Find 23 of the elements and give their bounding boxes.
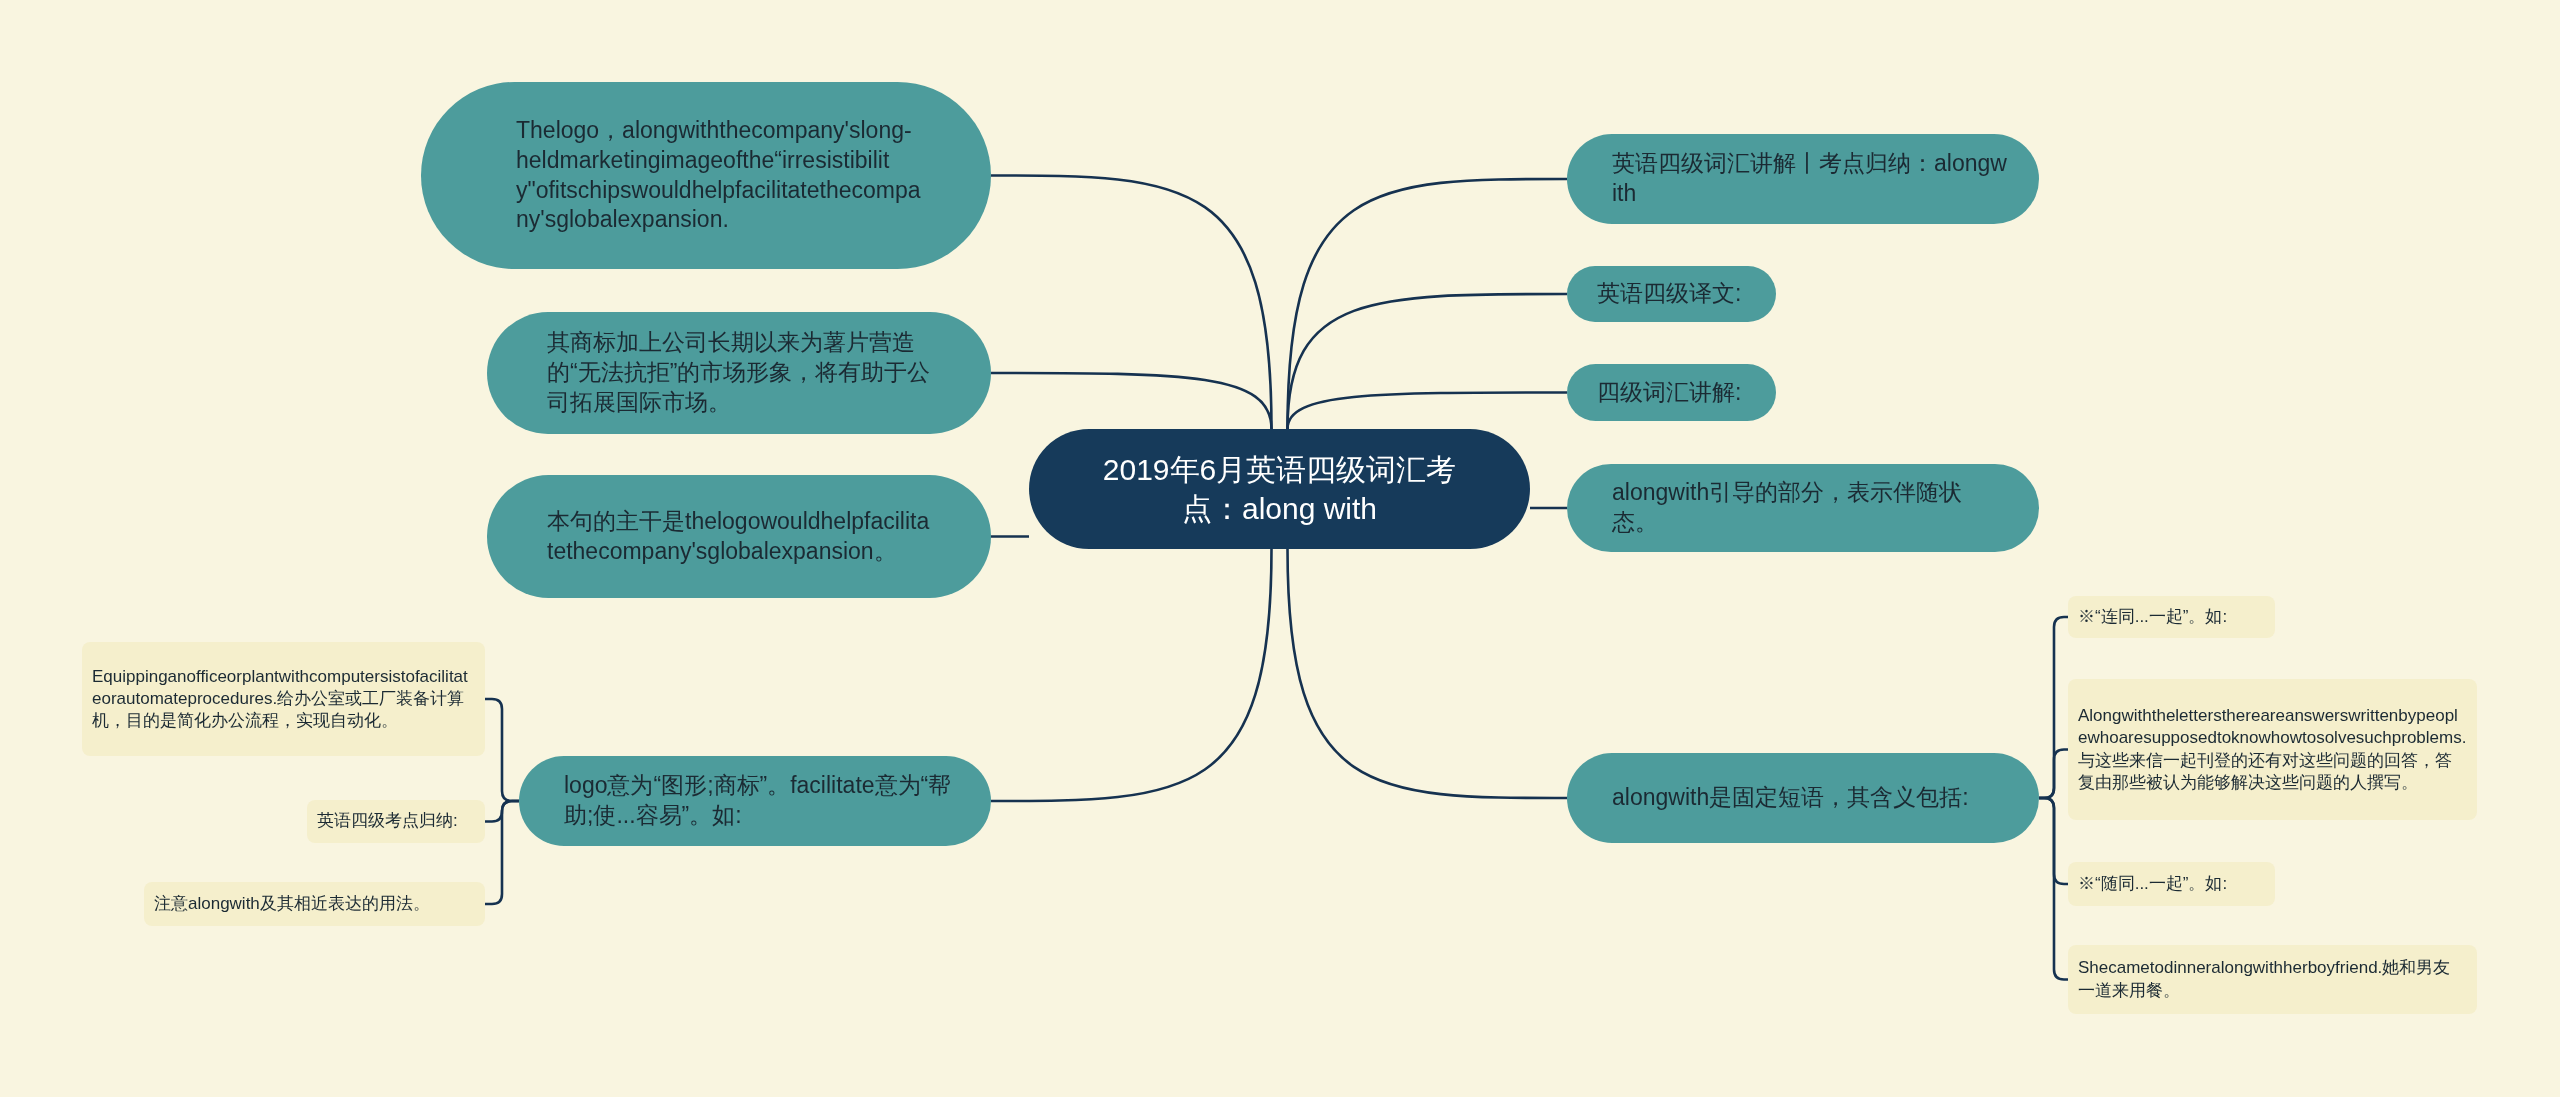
- connector-line: [991, 371, 1273, 430]
- topic-node: alongwith是固定短语，其含义包括:: [1567, 753, 2039, 843]
- detail-note: 注意alongwith及其相近表达的用法。: [144, 882, 485, 926]
- detail-note: ※“随同...一起”。如:: [2068, 862, 2275, 906]
- detail-note: 英语四级考点归纳:: [307, 800, 485, 843]
- connector-line: [991, 535, 1029, 538]
- topic-node: 其商标加上公司长期以来为薯片营造的“无法抗拒”的市场形象，将有助于公司拓展国际市场。: [487, 312, 991, 434]
- topic-node: 本句的主干是thelogowouldhelpfacilitatethecompany'sglobalexpansion。: [487, 475, 991, 598]
- connector-line: [991, 548, 1273, 803]
- central-topic: 2019年6月英语四级词汇考点：along with: [1029, 429, 1530, 549]
- detail-note: Equippinganofficeorplantwithcomputersistofacilitateorautomateprocedures.给办公室或工厂装备计算机，目的是简化办公流程，实现自动化。: [82, 642, 485, 756]
- topic-node: Thelogo，alongwiththecompany'slong-heldmarketingimageofthe“irresistibility"ofitschipswouldhelpfacilitatethecompany'sglobalexpansion.: [421, 82, 991, 269]
- detail-note: Shecametodinneralongwithherboyfriend.她和男友一道来用餐。: [2068, 945, 2477, 1014]
- topic-node: 四级词汇讲解:: [1567, 364, 1776, 421]
- connector-line: [1286, 548, 1567, 800]
- detail-note: ※“连同...一起”。如:: [2068, 596, 2275, 638]
- connector-line: [1530, 506, 1567, 510]
- detail-note: Alongwiththelettersthereareanswerswrittenbypeoplewhoaresupposedtoknowhowtosolvesuchproblems.与这些来信一起刊登的还有对这些问题的回答，答复由那些被认为能够解决这些问题的人撰写。: [2068, 679, 2477, 820]
- connector-line: [1286, 391, 1567, 430]
- topic-node: 英语四级词汇讲解丨考点归纳：alongwith: [1567, 134, 2039, 224]
- topic-node: 英语四级译文:: [1567, 266, 1776, 322]
- topic-node: alongwith引导的部分，表示伴随状态。: [1567, 464, 2039, 552]
- topic-node: logo意为“图形;商标”。facilitate意为“帮助;使...容易”。如:: [519, 756, 991, 846]
